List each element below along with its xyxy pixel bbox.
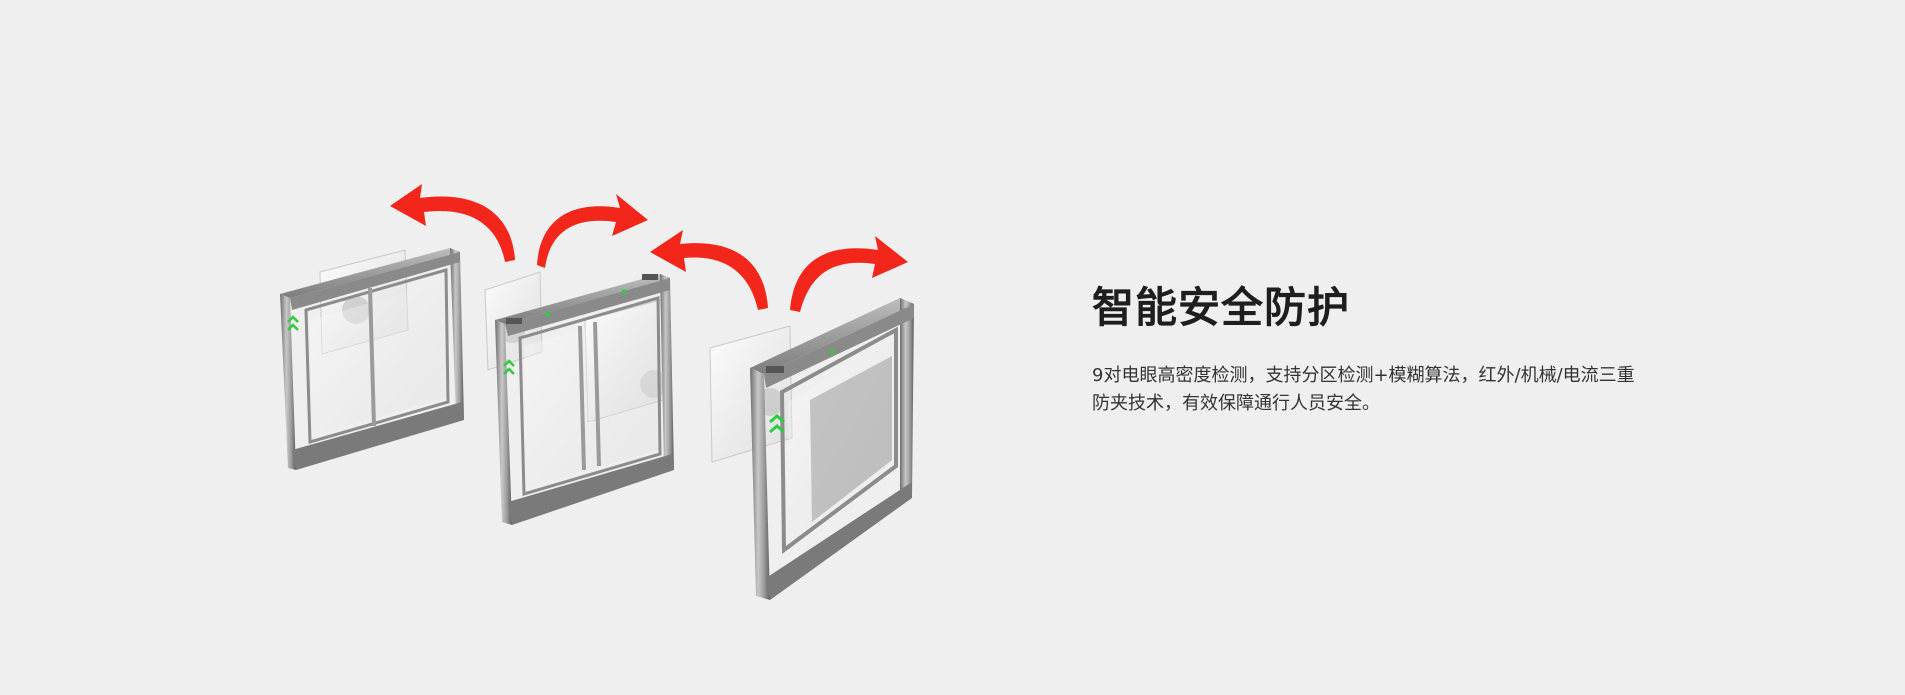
swing-arrow-icon xyxy=(790,236,908,312)
swing-arrow-icon xyxy=(650,230,768,310)
swing-gate-turnstile-illustration xyxy=(280,184,914,600)
feature-title: 智能安全防护 xyxy=(1092,283,1351,332)
turnstile-cabinet-middle xyxy=(495,274,674,525)
turnstile-cabinet-left xyxy=(280,248,464,470)
feature-description: 9对电眼高密度检测，支持分区检测+模糊算法，红外/机械/电流三重防夹技术，有效保… xyxy=(1092,365,1635,414)
swing-arrow-icon xyxy=(537,194,648,268)
turnstile-cabinet-right xyxy=(750,298,914,600)
swing-arrow-icon xyxy=(390,184,515,262)
feature-text-block: 智能安全防护 9对电眼高密度检测，支持分区检测+模糊算法，红外/机械/电流三重防… xyxy=(1092,282,1652,418)
